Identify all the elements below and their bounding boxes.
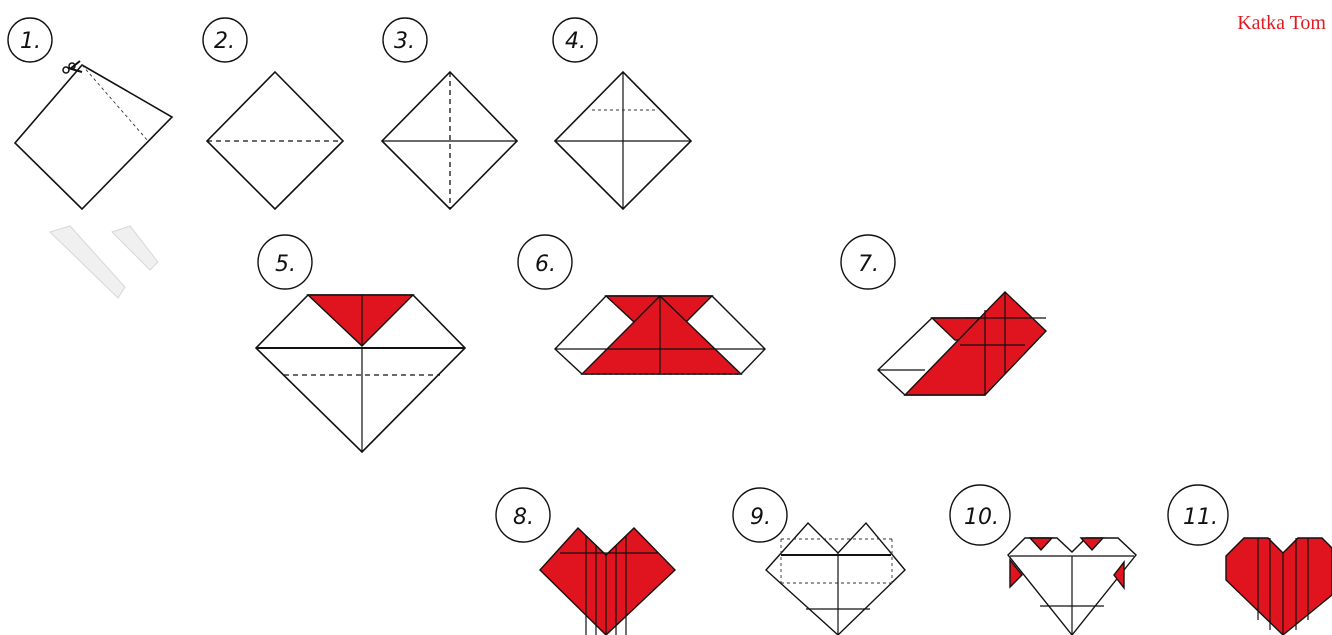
step-number: 8. bbox=[513, 505, 534, 530]
step-8: 8. bbox=[496, 488, 675, 635]
creases bbox=[555, 72, 691, 209]
red-flap bbox=[308, 295, 413, 346]
cut-line bbox=[82, 65, 148, 141]
step-10: 10. bbox=[950, 485, 1136, 635]
paper-square bbox=[15, 65, 172, 209]
step-11: 11. bbox=[1168, 485, 1332, 635]
step-2: 2. bbox=[203, 18, 343, 209]
scissors-icon bbox=[63, 61, 82, 73]
step-7: 7. bbox=[841, 235, 1046, 395]
step-number: 4. bbox=[565, 29, 586, 54]
step-4: 4. bbox=[553, 18, 691, 209]
step-number: 10. bbox=[964, 505, 999, 530]
white-heart bbox=[766, 523, 905, 635]
step-number: 7. bbox=[858, 252, 879, 277]
step-number: 5. bbox=[275, 252, 296, 277]
watermark-stroke bbox=[112, 226, 158, 270]
step-3: 3. bbox=[382, 18, 517, 209]
step-number: 9. bbox=[750, 505, 771, 530]
watermark-stroke bbox=[50, 226, 125, 298]
step-number: 3. bbox=[394, 29, 415, 54]
red-heart bbox=[540, 528, 675, 635]
step-6: 6. bbox=[518, 235, 765, 374]
red-heart-final bbox=[1226, 538, 1332, 635]
step-9: 9. bbox=[733, 488, 905, 635]
step-number: 2. bbox=[214, 29, 235, 54]
step-1: 1. bbox=[8, 18, 172, 209]
step-number: 6. bbox=[535, 252, 556, 277]
watermark-graphic bbox=[50, 226, 158, 298]
step-number: 11. bbox=[1183, 505, 1218, 530]
step-5: 5. bbox=[256, 235, 465, 452]
step-number: 1. bbox=[20, 29, 41, 54]
